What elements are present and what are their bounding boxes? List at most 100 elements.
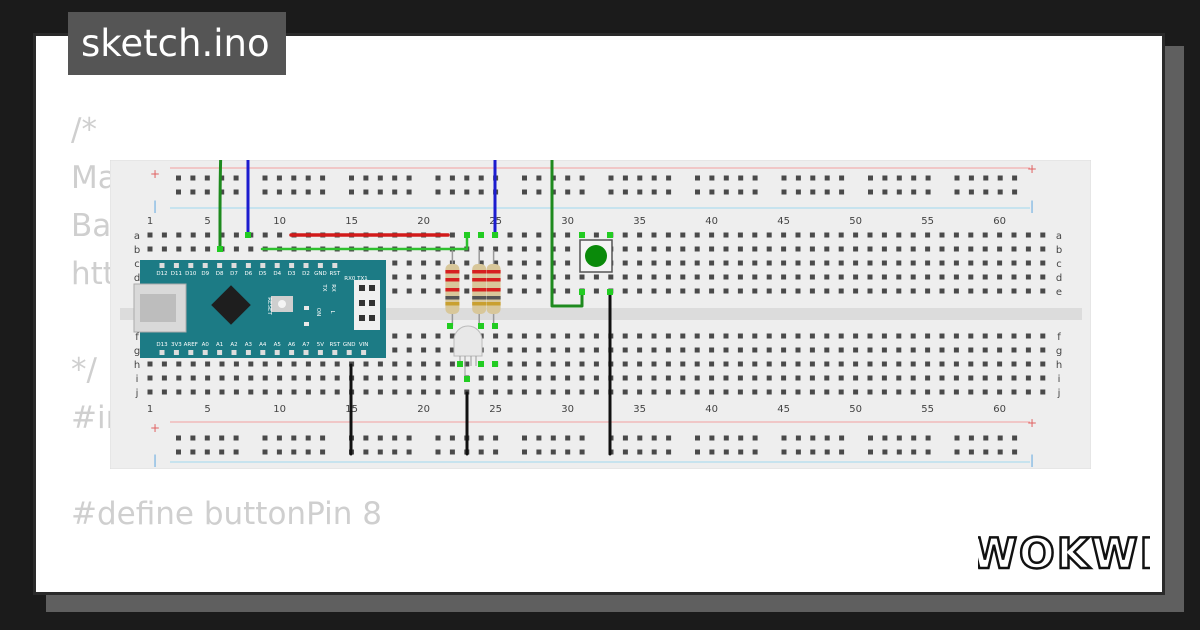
rail-hole bbox=[276, 435, 282, 441]
breadboard-hole bbox=[752, 288, 758, 294]
breadboard-hole bbox=[896, 288, 902, 294]
breadboard-hole bbox=[219, 232, 225, 238]
nano-pin bbox=[361, 350, 367, 355]
nano-pin bbox=[231, 350, 237, 355]
breadboard-hole bbox=[925, 246, 931, 252]
resistor-band bbox=[486, 270, 501, 274]
rail-hole bbox=[190, 449, 196, 455]
resistor-band bbox=[445, 302, 460, 306]
breadboard-hole bbox=[377, 375, 383, 381]
column-label: 1 bbox=[147, 404, 153, 415]
breadboard-hole bbox=[579, 333, 585, 339]
file-tab[interactable]: sketch.ino bbox=[68, 12, 286, 75]
breadboard-hole bbox=[737, 333, 743, 339]
rail-hole bbox=[896, 449, 902, 455]
breadboard-hole bbox=[406, 347, 412, 353]
nano-label: L bbox=[329, 310, 335, 314]
breadboard-hole bbox=[565, 389, 571, 395]
breadboard-hole bbox=[536, 375, 542, 381]
breadboard-hole bbox=[795, 288, 801, 294]
breadboard-hole bbox=[565, 274, 571, 280]
rail-hole bbox=[709, 435, 715, 441]
nano-label: RESET bbox=[266, 297, 272, 315]
breadboard-hole bbox=[262, 232, 268, 238]
breadboard-hole bbox=[838, 274, 844, 280]
rail-hole bbox=[435, 435, 441, 441]
rail-hole bbox=[478, 175, 484, 181]
column-label: 5 bbox=[204, 404, 210, 415]
nano-pin-label: RST bbox=[329, 342, 340, 348]
rail-hole bbox=[435, 175, 441, 181]
breadboard-hole bbox=[665, 274, 671, 280]
wire-lightgreen bbox=[260, 233, 469, 251]
breadboard-hole bbox=[838, 347, 844, 353]
breadboard-hole bbox=[291, 389, 297, 395]
breadboard-hole bbox=[709, 246, 715, 252]
breadboard-hole bbox=[421, 260, 427, 266]
breadboard-hole bbox=[1025, 361, 1031, 367]
breadboard-hole bbox=[421, 288, 427, 294]
breadboard-hole bbox=[896, 361, 902, 367]
breadboard-hole bbox=[421, 333, 427, 339]
breadboard-hole bbox=[392, 333, 398, 339]
nano-pin bbox=[173, 263, 179, 268]
breadboard-hole bbox=[824, 389, 830, 395]
icsp-pin bbox=[369, 315, 375, 321]
rail-hole bbox=[305, 175, 311, 181]
breadboard-hole bbox=[997, 274, 1003, 280]
breadboard-hole bbox=[622, 288, 628, 294]
breadboard-hole bbox=[694, 232, 700, 238]
breadboard-hole bbox=[752, 361, 758, 367]
breadboard-hole bbox=[680, 274, 686, 280]
breadboard-hole bbox=[781, 288, 787, 294]
connection-marker bbox=[492, 361, 498, 367]
breadboard-hole bbox=[737, 361, 743, 367]
column-label: 45 bbox=[777, 404, 790, 415]
row-label: a bbox=[1056, 231, 1062, 242]
breadboard-hole bbox=[795, 260, 801, 266]
rail-hole bbox=[579, 435, 585, 441]
resistor bbox=[445, 250, 460, 326]
breadboard-hole bbox=[1011, 375, 1017, 381]
breadboard-hole bbox=[680, 288, 686, 294]
breadboard-hole bbox=[622, 246, 628, 252]
rail-hole bbox=[622, 189, 628, 195]
connection-marker bbox=[607, 289, 613, 295]
rail-hole bbox=[925, 435, 931, 441]
breadboard-hole bbox=[435, 375, 441, 381]
breadboard-hole bbox=[305, 375, 311, 381]
rail-hole bbox=[795, 449, 801, 455]
breadboard-hole bbox=[1040, 260, 1046, 266]
rail-hole bbox=[190, 175, 196, 181]
breadboard-hole bbox=[536, 260, 542, 266]
breadboard-hole bbox=[176, 246, 182, 252]
breadboard-hole bbox=[752, 347, 758, 353]
breadboard-hole bbox=[781, 375, 787, 381]
rail-hole bbox=[392, 189, 398, 195]
rail-hole bbox=[637, 435, 643, 441]
breadboard-hole bbox=[593, 288, 599, 294]
rail-hole bbox=[219, 435, 225, 441]
breadboard-hole bbox=[881, 389, 887, 395]
rail-plus-label: + bbox=[1027, 162, 1037, 176]
breadboard-hole bbox=[651, 347, 657, 353]
nano-pin bbox=[332, 263, 338, 268]
breadboard-hole bbox=[795, 232, 801, 238]
breadboard-hole bbox=[737, 274, 743, 280]
breadboard-hole bbox=[449, 389, 455, 395]
breadboard-hole bbox=[161, 232, 167, 238]
breadboard-hole bbox=[953, 389, 959, 395]
breadboard-hole bbox=[651, 361, 657, 367]
column-label: 55 bbox=[921, 216, 934, 227]
breadboard-hole bbox=[968, 232, 974, 238]
breadboard-hole bbox=[982, 288, 988, 294]
breadboard-hole bbox=[1025, 333, 1031, 339]
column-label: 45 bbox=[777, 216, 790, 227]
breadboard-hole bbox=[665, 288, 671, 294]
row-label: i bbox=[136, 374, 139, 385]
breadboard-hole bbox=[881, 361, 887, 367]
nano-pin-label: D11 bbox=[171, 271, 182, 277]
column-label: 40 bbox=[705, 404, 718, 415]
breadboard-hole bbox=[694, 361, 700, 367]
